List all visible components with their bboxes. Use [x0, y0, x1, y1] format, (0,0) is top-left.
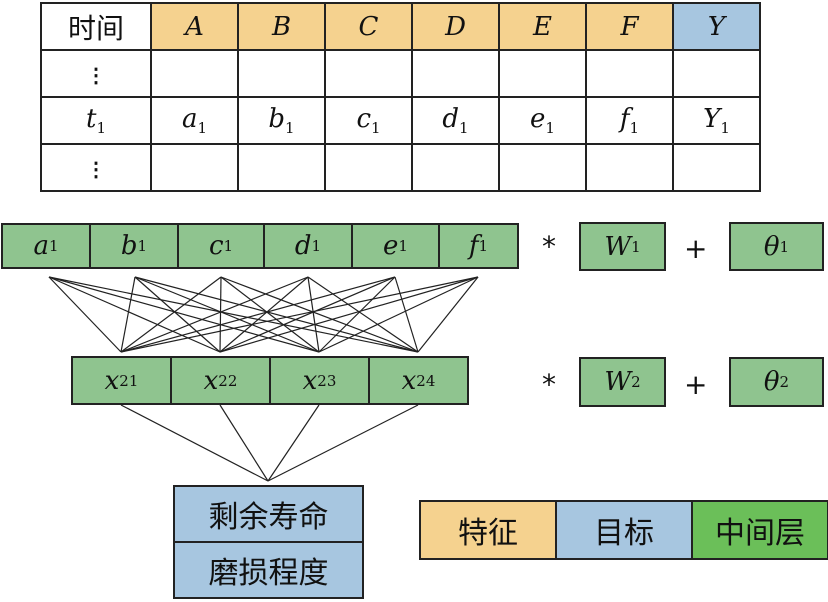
connection-line	[134, 276, 419, 353]
connection-line	[120, 276, 396, 353]
value-cell: d1	[411, 96, 500, 145]
value-cell: f1	[585, 96, 674, 145]
plus-operator: +	[684, 232, 708, 265]
connection-line	[48, 276, 221, 353]
feature-header: C	[324, 2, 413, 51]
table-header-row: 时间 A B C D E F Y	[40, 2, 761, 51]
ellipsis-cell: ⋮	[40, 49, 152, 98]
connection-line	[219, 276, 479, 353]
connection-line	[220, 276, 320, 353]
output-remaining-life: 剩余寿命	[173, 485, 364, 543]
value-cell: c1	[324, 96, 413, 145]
connection-line	[318, 276, 396, 353]
table-row-ellipsis: ⋮	[40, 49, 761, 98]
plus-operator: +	[684, 368, 708, 401]
multiply-operator: *	[542, 368, 556, 401]
connection-line	[48, 276, 320, 353]
feature-header: E	[498, 2, 587, 51]
legend: 特征 目标 中间层	[419, 500, 828, 560]
output-wear-degree: 磨损程度	[173, 541, 364, 599]
connection-line	[134, 276, 320, 353]
connection-line	[307, 276, 419, 353]
input-hidden-connections	[48, 276, 479, 353]
connection-line	[120, 276, 479, 353]
ellipsis-cell: ⋮	[40, 143, 152, 192]
feature-header: D	[411, 2, 500, 51]
connection-line	[219, 276, 396, 353]
feature-header: A	[150, 2, 239, 51]
connection-line	[307, 276, 320, 353]
value-cell: a1	[150, 96, 239, 145]
connection-line	[120, 276, 222, 353]
connection-line	[318, 276, 479, 353]
feature-header: B	[237, 2, 326, 51]
connection-line	[120, 276, 136, 353]
target-value-cell: Y1	[672, 96, 761, 145]
legend-target: 目标	[557, 502, 693, 558]
connection-line	[219, 404, 269, 482]
value-cell: b1	[237, 96, 326, 145]
connection-line	[267, 404, 419, 482]
connection-line	[48, 276, 122, 353]
table-row-ellipsis: ⋮	[40, 143, 761, 192]
target-header: Y	[672, 2, 761, 51]
connection-line	[48, 276, 419, 353]
connection-line	[417, 276, 479, 353]
connection-line	[134, 276, 221, 353]
value-cell: e1	[498, 96, 587, 145]
connection-line	[220, 276, 419, 353]
legend-intermediate: 中间层	[693, 502, 827, 558]
time-cell: t1	[40, 96, 152, 145]
connection-line	[219, 276, 309, 353]
connection-line	[219, 276, 222, 353]
hidden-output-connections	[120, 404, 419, 482]
feature-header: F	[585, 2, 674, 51]
legend-feature: 特征	[421, 502, 557, 558]
connection-line	[267, 404, 320, 482]
connection-line	[394, 276, 419, 353]
connection-line	[120, 276, 309, 353]
multiply-operator: *	[542, 230, 556, 263]
time-header: 时间	[40, 2, 152, 51]
table-row-t1: t1 a1 b1 c1 d1 e1 f1 Y1	[40, 96, 761, 145]
connection-line	[120, 404, 269, 482]
data-table: 时间 A B C D E F Y ⋮ t1 a1 b1 c1 d1 e1 f1 …	[40, 2, 761, 192]
